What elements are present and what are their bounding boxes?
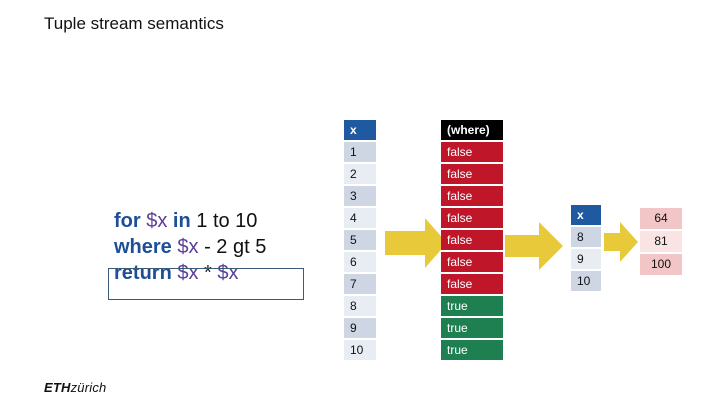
where-cell-false: false: [441, 142, 503, 162]
return-clause-highlight-box: [108, 268, 304, 300]
input-stream-row: 5: [344, 230, 376, 250]
condition-expression: - 2 gt 5: [204, 236, 267, 258]
input-stream-row: 7: [344, 274, 376, 294]
input-stream-header: x: [344, 120, 376, 140]
filtered-stream-row: 9: [571, 249, 601, 269]
logo-eth-text: ETH: [44, 380, 71, 395]
eth-zurich-logo: ETHzürich: [44, 380, 107, 395]
flow-arrow-where-to-filtered: [505, 222, 563, 270]
where-cell-true: true: [441, 340, 503, 360]
variable-x: $x: [217, 262, 239, 284]
code-block: for $x in 1 to 10 where $x - 2 gt 5 retu…: [114, 208, 266, 286]
flow-arrow-input-to-where: [385, 218, 447, 268]
where-cell-false: false: [441, 208, 503, 228]
input-stream-row: 8: [344, 296, 376, 316]
result-row: 81: [640, 231, 682, 252]
code-line-where: where $x - 2 gt 5: [114, 234, 266, 260]
where-cell-false: false: [441, 274, 503, 294]
where-cell-false: false: [441, 252, 503, 272]
input-stream-row: 2: [344, 164, 376, 184]
input-stream-row: 1: [344, 142, 376, 162]
slide-title: Tuple stream semantics: [44, 14, 224, 33]
where-cell-false: false: [441, 164, 503, 184]
variable-x: $x: [146, 210, 168, 232]
multiply-operator: *: [204, 262, 212, 284]
keyword-for: for: [114, 210, 141, 232]
range-expression: 1 to 10: [196, 210, 258, 232]
where-cell-false: false: [441, 230, 503, 250]
where-cell-false: false: [441, 186, 503, 206]
keyword-return: return: [114, 262, 172, 284]
keyword-where: where: [114, 236, 172, 258]
filtered-stream-header: x: [571, 205, 601, 225]
logo-zurich-text: zürich: [70, 380, 107, 395]
where-column-header: (where): [441, 120, 503, 140]
result-row: 64: [640, 208, 682, 229]
code-line-for: for $x in 1 to 10: [114, 208, 266, 234]
filtered-stream-row: 8: [571, 227, 601, 247]
variable-x: $x: [177, 262, 199, 284]
keyword-in: in: [172, 210, 191, 232]
input-stream-row: 3: [344, 186, 376, 206]
input-stream-row: 9: [344, 318, 376, 338]
filtered-stream-row: 10: [571, 271, 601, 291]
code-line-return: return $x * $x: [114, 260, 266, 286]
variable-x: $x: [177, 236, 199, 258]
input-stream-row: 4: [344, 208, 376, 228]
input-stream-row: 6: [344, 252, 376, 272]
result-row: 100: [640, 254, 682, 275]
where-cell-true: true: [441, 318, 503, 338]
flow-arrow-filtered-to-results: [604, 222, 638, 262]
input-stream-row: 10: [344, 340, 376, 360]
where-cell-true: true: [441, 296, 503, 316]
